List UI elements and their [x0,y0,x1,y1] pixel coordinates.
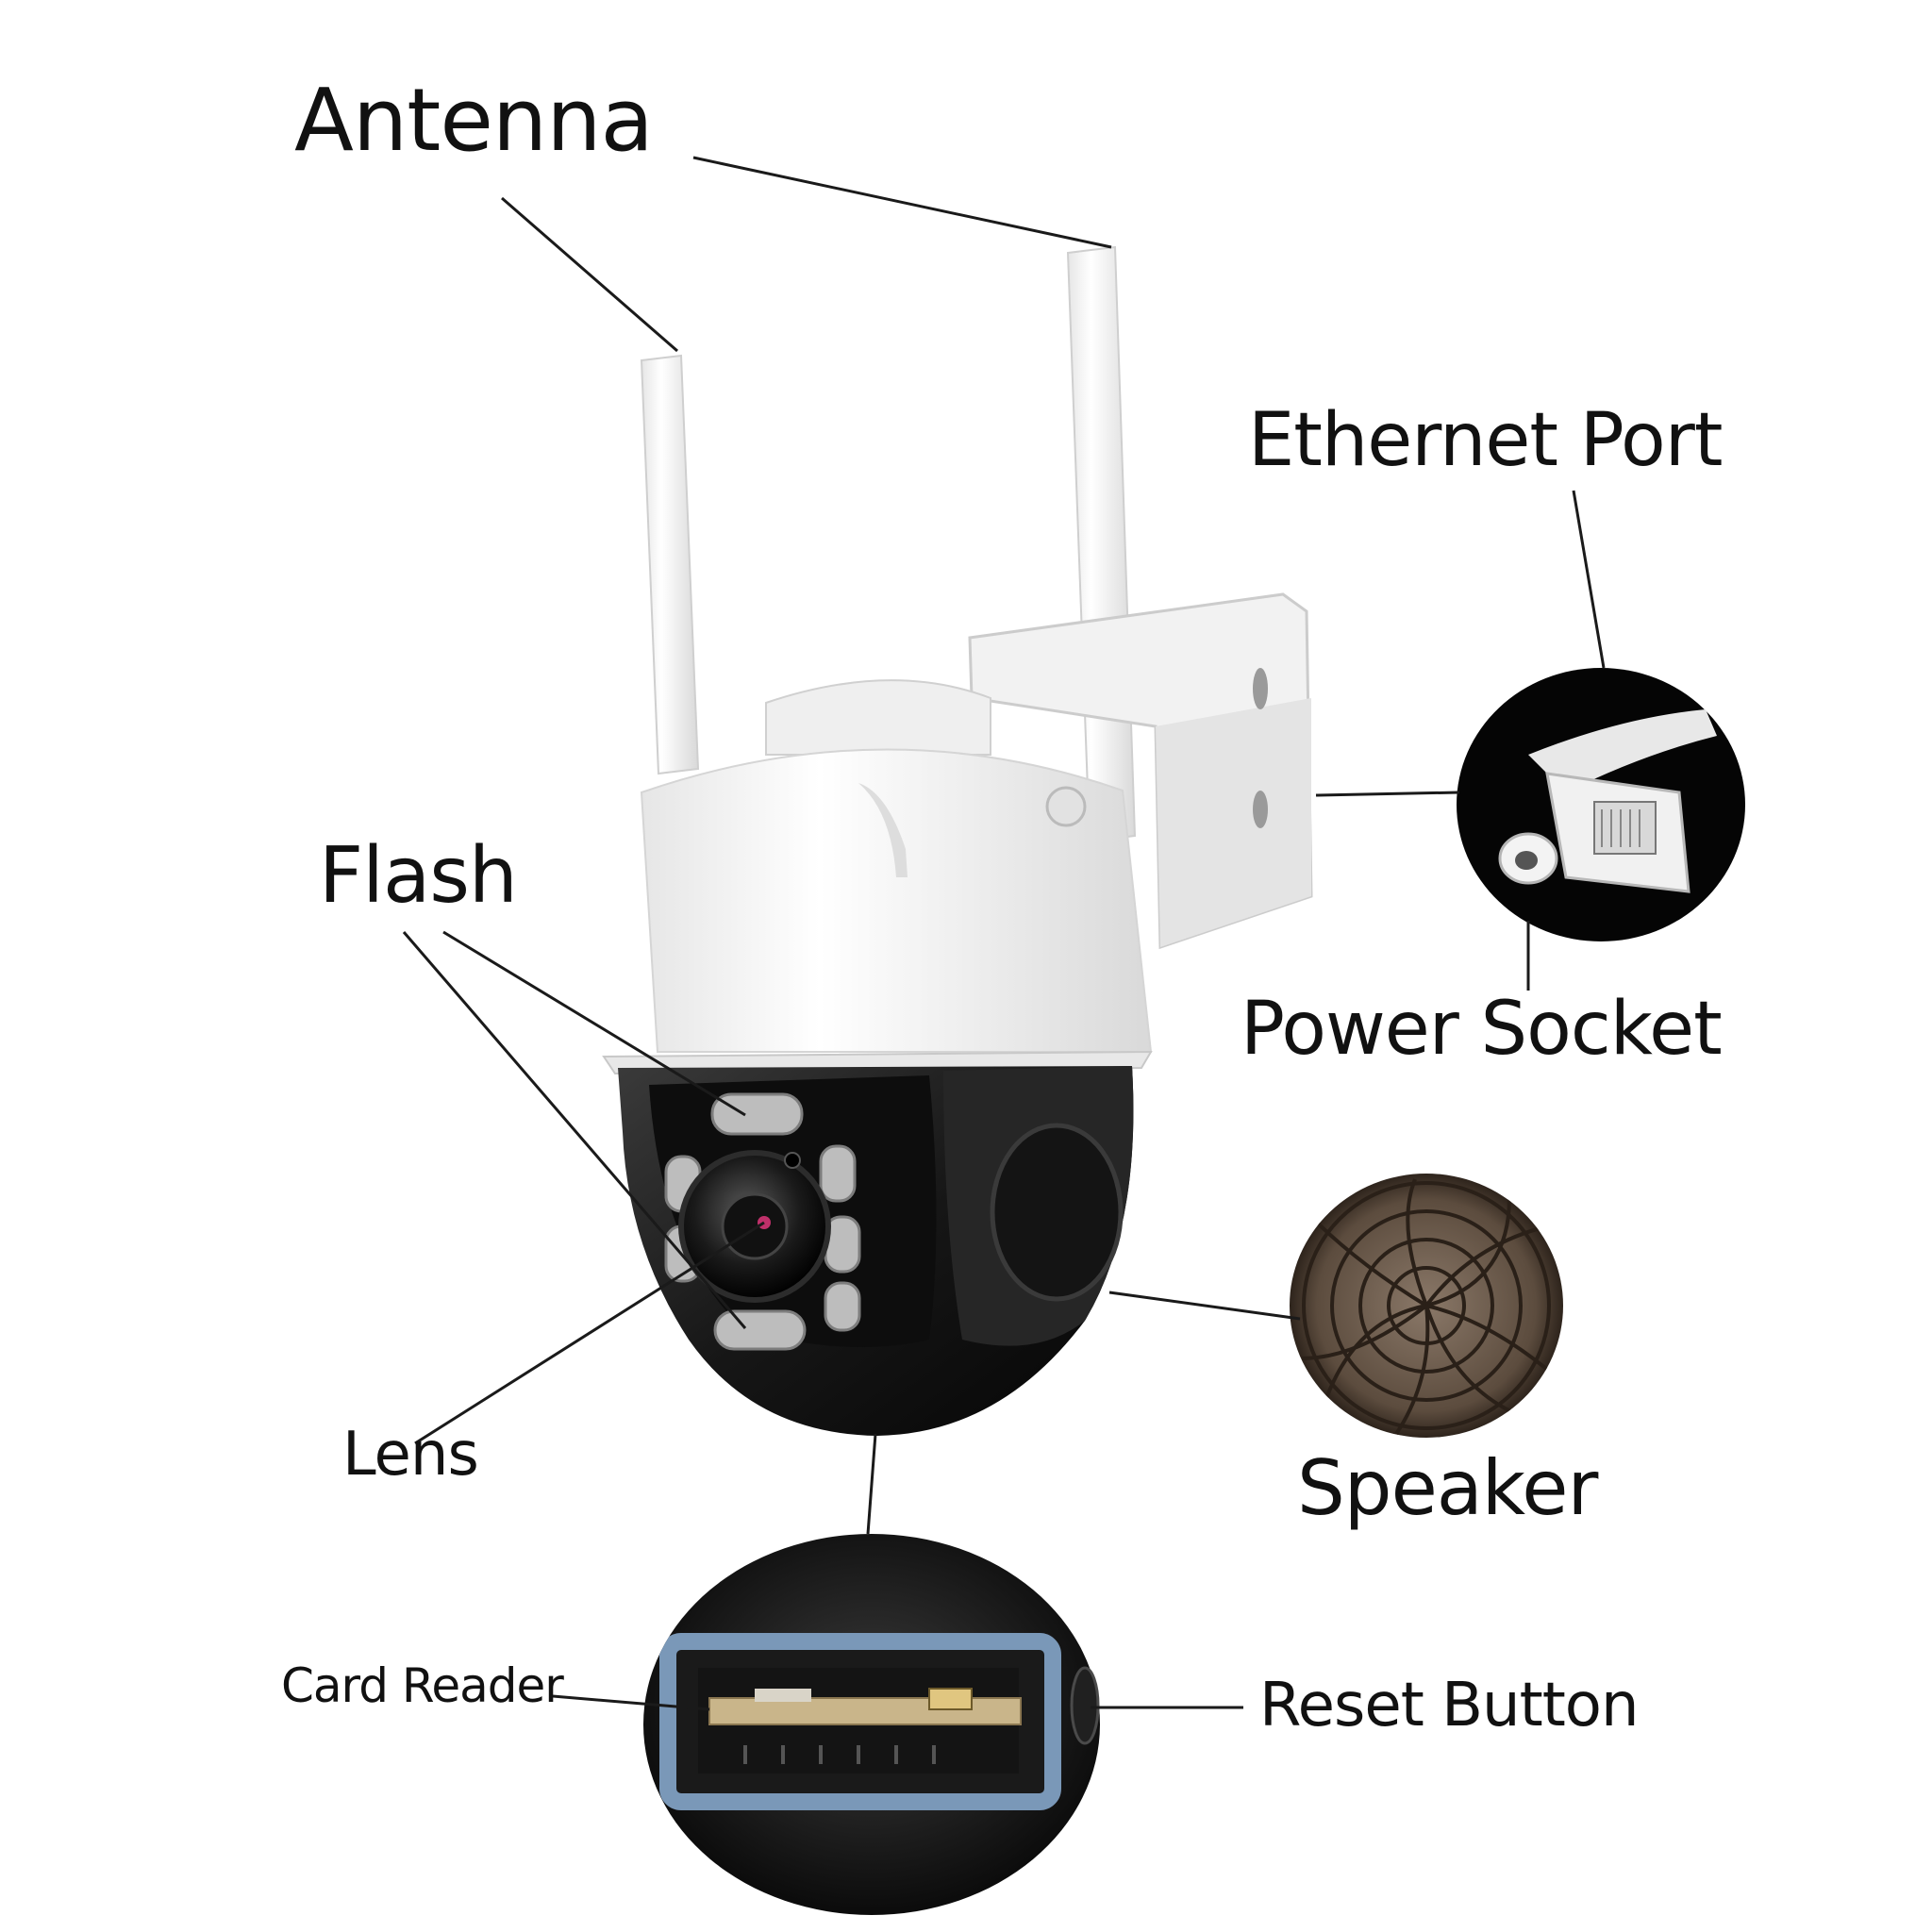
wall-bracket-icon [968,592,1313,950]
leader-speaker [1108,1291,1301,1321]
label-power-socket: Power Socket [1241,987,1723,1072]
label-reset-button: Reset Button [1259,1671,1639,1740]
leader-bracket-socket [1315,791,1460,797]
leader-card-reader [866,1433,877,1535]
speaker-grille-icon [1290,1174,1563,1438]
leader-antenna-left [501,196,678,353]
camera-dome-icon [602,679,1153,1436]
label-speaker: Speaker [1297,1444,1598,1532]
label-card-reader: Card Reader [281,1658,564,1713]
power-socket-icon [1498,832,1558,885]
label-ethernet-port: Ethernet Port [1248,398,1723,483]
ethernet-port-icon [1457,668,1745,941]
leader-lens [414,1221,765,1445]
label-flash: Flash [319,831,518,921]
card-reader-icon [643,1534,1100,1915]
label-lens: Lens [342,1420,479,1490]
leader-lines [402,156,1606,1711]
leader-antenna-right [692,156,1112,249]
leader-card-label [552,1694,710,1711]
lens-icon [678,1150,831,1303]
reset-button-icon [1070,1666,1100,1745]
leader-ethernet [1572,490,1606,669]
leader-flash-top [442,930,746,1117]
leader-flash-bottom [402,931,747,1329]
label-antenna: Antenna [294,70,654,171]
